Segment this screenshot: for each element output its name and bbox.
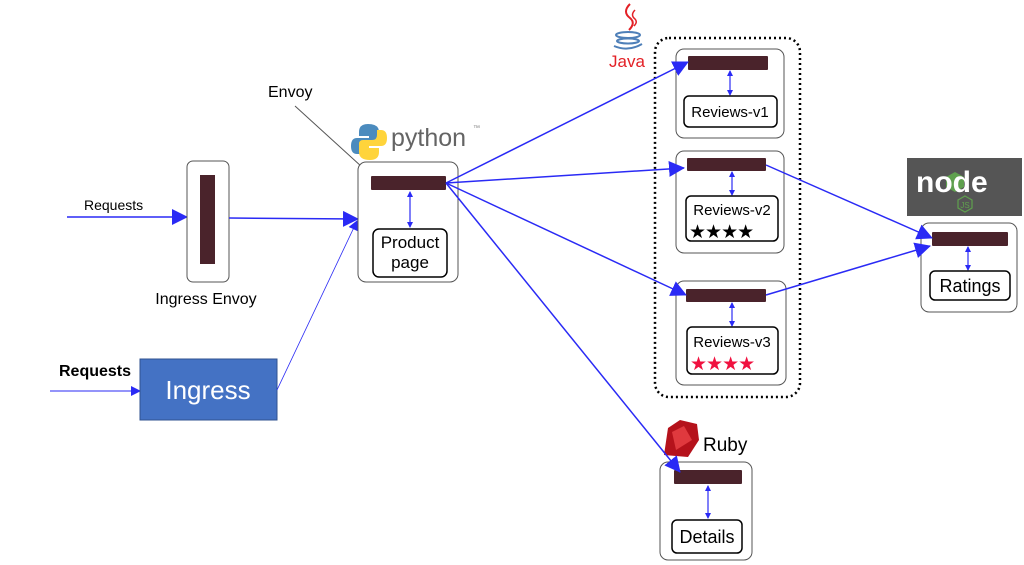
reviews-v3-sidecar — [686, 289, 766, 302]
svg-text:™: ™ — [473, 125, 480, 132]
details-service: Details — [659, 461, 753, 561]
node-logo-text: node — [916, 166, 988, 199]
reviews-v3-service: Reviews-v3 ★★★★ — [675, 280, 787, 386]
arrow-productpage-to-reviews-v1 — [445, 61, 689, 184]
arrow-ingress-envoy-to-productpage — [228, 210, 359, 227]
reviews-v3-label: Reviews-v3 — [693, 334, 771, 351]
requests-label-bottom: Requests — [59, 363, 131, 380]
java-logo: Java — [609, 3, 645, 71]
reviews-v1-label: Reviews-v1 — [691, 104, 769, 121]
reviews-v2-black-stars: ★★★★ — [689, 222, 753, 243]
reviews-v2-label: Reviews-v2 — [693, 202, 771, 219]
ratings-sidecar — [932, 232, 1008, 246]
details-label: Details — [679, 527, 734, 547]
ingress-envoy-label: Ingress Envoy — [155, 291, 256, 308]
productpage-label-line1: Product — [381, 233, 440, 252]
ingress-label: Ingress — [165, 375, 250, 405]
reviews-v2-service: Reviews-v2 ★★★★ — [675, 150, 785, 254]
svg-text:Ruby: Ruby — [703, 435, 748, 456]
arrow-reviews-v3-to-ratings — [765, 242, 931, 296]
js-hexagon-icon — [957, 195, 973, 213]
svg-text:Java: Java — [609, 52, 645, 71]
requests-label-top: Requests — [84, 197, 143, 213]
arrow-productpage-to-details — [445, 182, 681, 473]
ingress-envoy-sidecar — [200, 175, 215, 264]
details-sidecar — [674, 470, 742, 484]
js-logo-text: JS — [960, 201, 969, 210]
node-hexagon-icon — [946, 172, 964, 192]
reviews-v2-sidecar — [687, 158, 766, 171]
arrow-reviews-v2-to-ratings — [765, 164, 933, 240]
productpage-label-line2: page — [391, 253, 429, 272]
productpage-sidecar — [371, 176, 446, 190]
ratings-service: Ratings — [920, 222, 1018, 313]
reviews-v3-red-stars: ★★★★ — [690, 354, 754, 375]
ingress-box — [139, 358, 278, 421]
reviews-group-border — [653, 36, 802, 399]
ratings-label: Ratings — [939, 276, 1000, 296]
reviews-v1-service: Reviews-v1 — [675, 48, 785, 139]
arrow-ingress-to-productpage — [276, 220, 358, 391]
svg-text:python: python — [391, 124, 466, 152]
nodejs-logo: node JS — [907, 158, 1022, 216]
productpage-service: Product page — [357, 161, 459, 283]
reviews-v1-sidecar — [688, 56, 768, 70]
python-logo: python ™ — [351, 124, 480, 160]
envoy-label: Envoy — [268, 84, 312, 101]
ruby-logo: Ruby — [664, 420, 748, 457]
arrow-productpage-to-reviews-v2 — [445, 160, 685, 184]
arrow-productpage-to-reviews-v3 — [445, 182, 687, 296]
